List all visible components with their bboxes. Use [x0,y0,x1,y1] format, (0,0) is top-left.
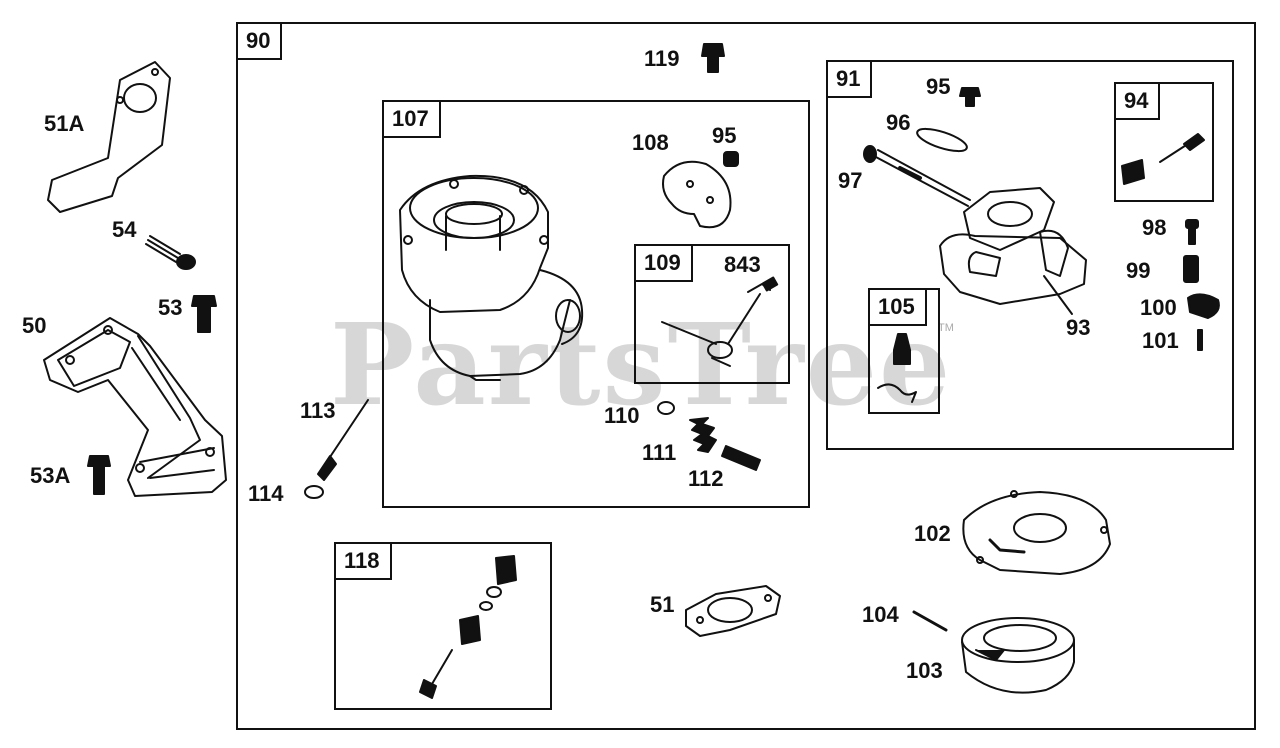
part-111-spring [689,417,717,453]
part-101-pin [1197,329,1203,351]
part-95-screw-a [723,151,739,167]
part-112-screw [721,445,761,471]
callout-101: 101 [1142,328,1179,353]
part-51a-gasket [47,61,171,213]
callout-53a: 53A [30,463,71,488]
group-box-109: 109 [634,244,790,384]
part-53a-bolt [87,455,111,495]
group-box-105-label: 105 [870,290,927,326]
group-box-118: 118 [334,542,552,710]
callout-99: 99 [1126,258,1151,283]
group-box-107-label: 107 [384,102,441,138]
callout-108: 108 [632,130,669,155]
part-102-plate [962,490,1111,575]
part-104-pin [912,610,948,632]
callout-97: 97 [838,168,863,193]
callout-96: 96 [886,110,911,135]
callout-95-a: 95 [712,123,737,148]
callout-100: 100 [1140,295,1177,320]
part-93-carburetor-upper [939,187,1087,315]
part-118-needle-valve [419,555,517,699]
callout-51: 51 [650,592,675,617]
part-50-intake-elbow [43,317,227,497]
part-96-washer [916,127,968,153]
callout-114: 114 [248,481,284,506]
part-107-carburetor-body [399,174,584,381]
part-51-gasket [685,585,781,637]
part-109-throttle-shaft [661,276,779,367]
group-box-91-label: 91 [828,62,873,98]
watermark-trademark: TM [938,322,954,334]
group-box-105: 105 [868,288,940,414]
part-100-clip [1187,293,1220,319]
callout-110: 110 [604,403,640,428]
group-box-107: 107 [382,100,810,508]
part-94-needle [1121,133,1205,185]
group-box-109-label: 109 [636,246,693,282]
callout-104: 104 [862,602,899,627]
callout-93: 93 [1066,315,1091,340]
part-51a-gasket-hole [123,83,157,113]
callout-111: 111 [642,440,677,465]
callout-112: 112 [688,466,724,491]
callout-54: 54 [112,217,137,242]
callout-95-b: 95 [926,74,951,99]
callout-51a: 51A [44,111,85,136]
watermark: PartsTree [330,300,953,431]
group-box-90-label: 90 [238,24,283,60]
part-108-diaphragm [662,160,732,229]
part-98-screw [1185,219,1199,245]
part-119-bolt [701,43,725,73]
callout-50: 50 [22,313,47,338]
part-103-float-bowl [961,617,1075,694]
part-54-screw [145,235,196,270]
part-97-choke-shaft [863,145,971,207]
part-113-needle [317,399,369,481]
group-box-91: 91 [826,60,1234,450]
group-box-94-label: 94 [1116,84,1161,120]
part-114-washer [304,485,324,499]
callout-119: 119 [644,46,680,71]
part-95-screw-b [959,87,981,107]
callout-113: 113 [300,398,336,423]
group-box-94: 94 [1114,82,1214,202]
part-105-seat [877,333,917,403]
part-99-spring [1183,255,1199,283]
callout-98: 98 [1142,215,1167,240]
group-box-90: 90 [236,22,1256,730]
part-53-bolt [191,295,217,333]
group-box-118-label: 118 [336,544,392,580]
callout-103: 103 [906,658,943,683]
callout-843: 843 [724,252,761,277]
part-110-oring [657,401,675,415]
callout-102: 102 [914,521,951,546]
callout-53: 53 [158,295,183,320]
